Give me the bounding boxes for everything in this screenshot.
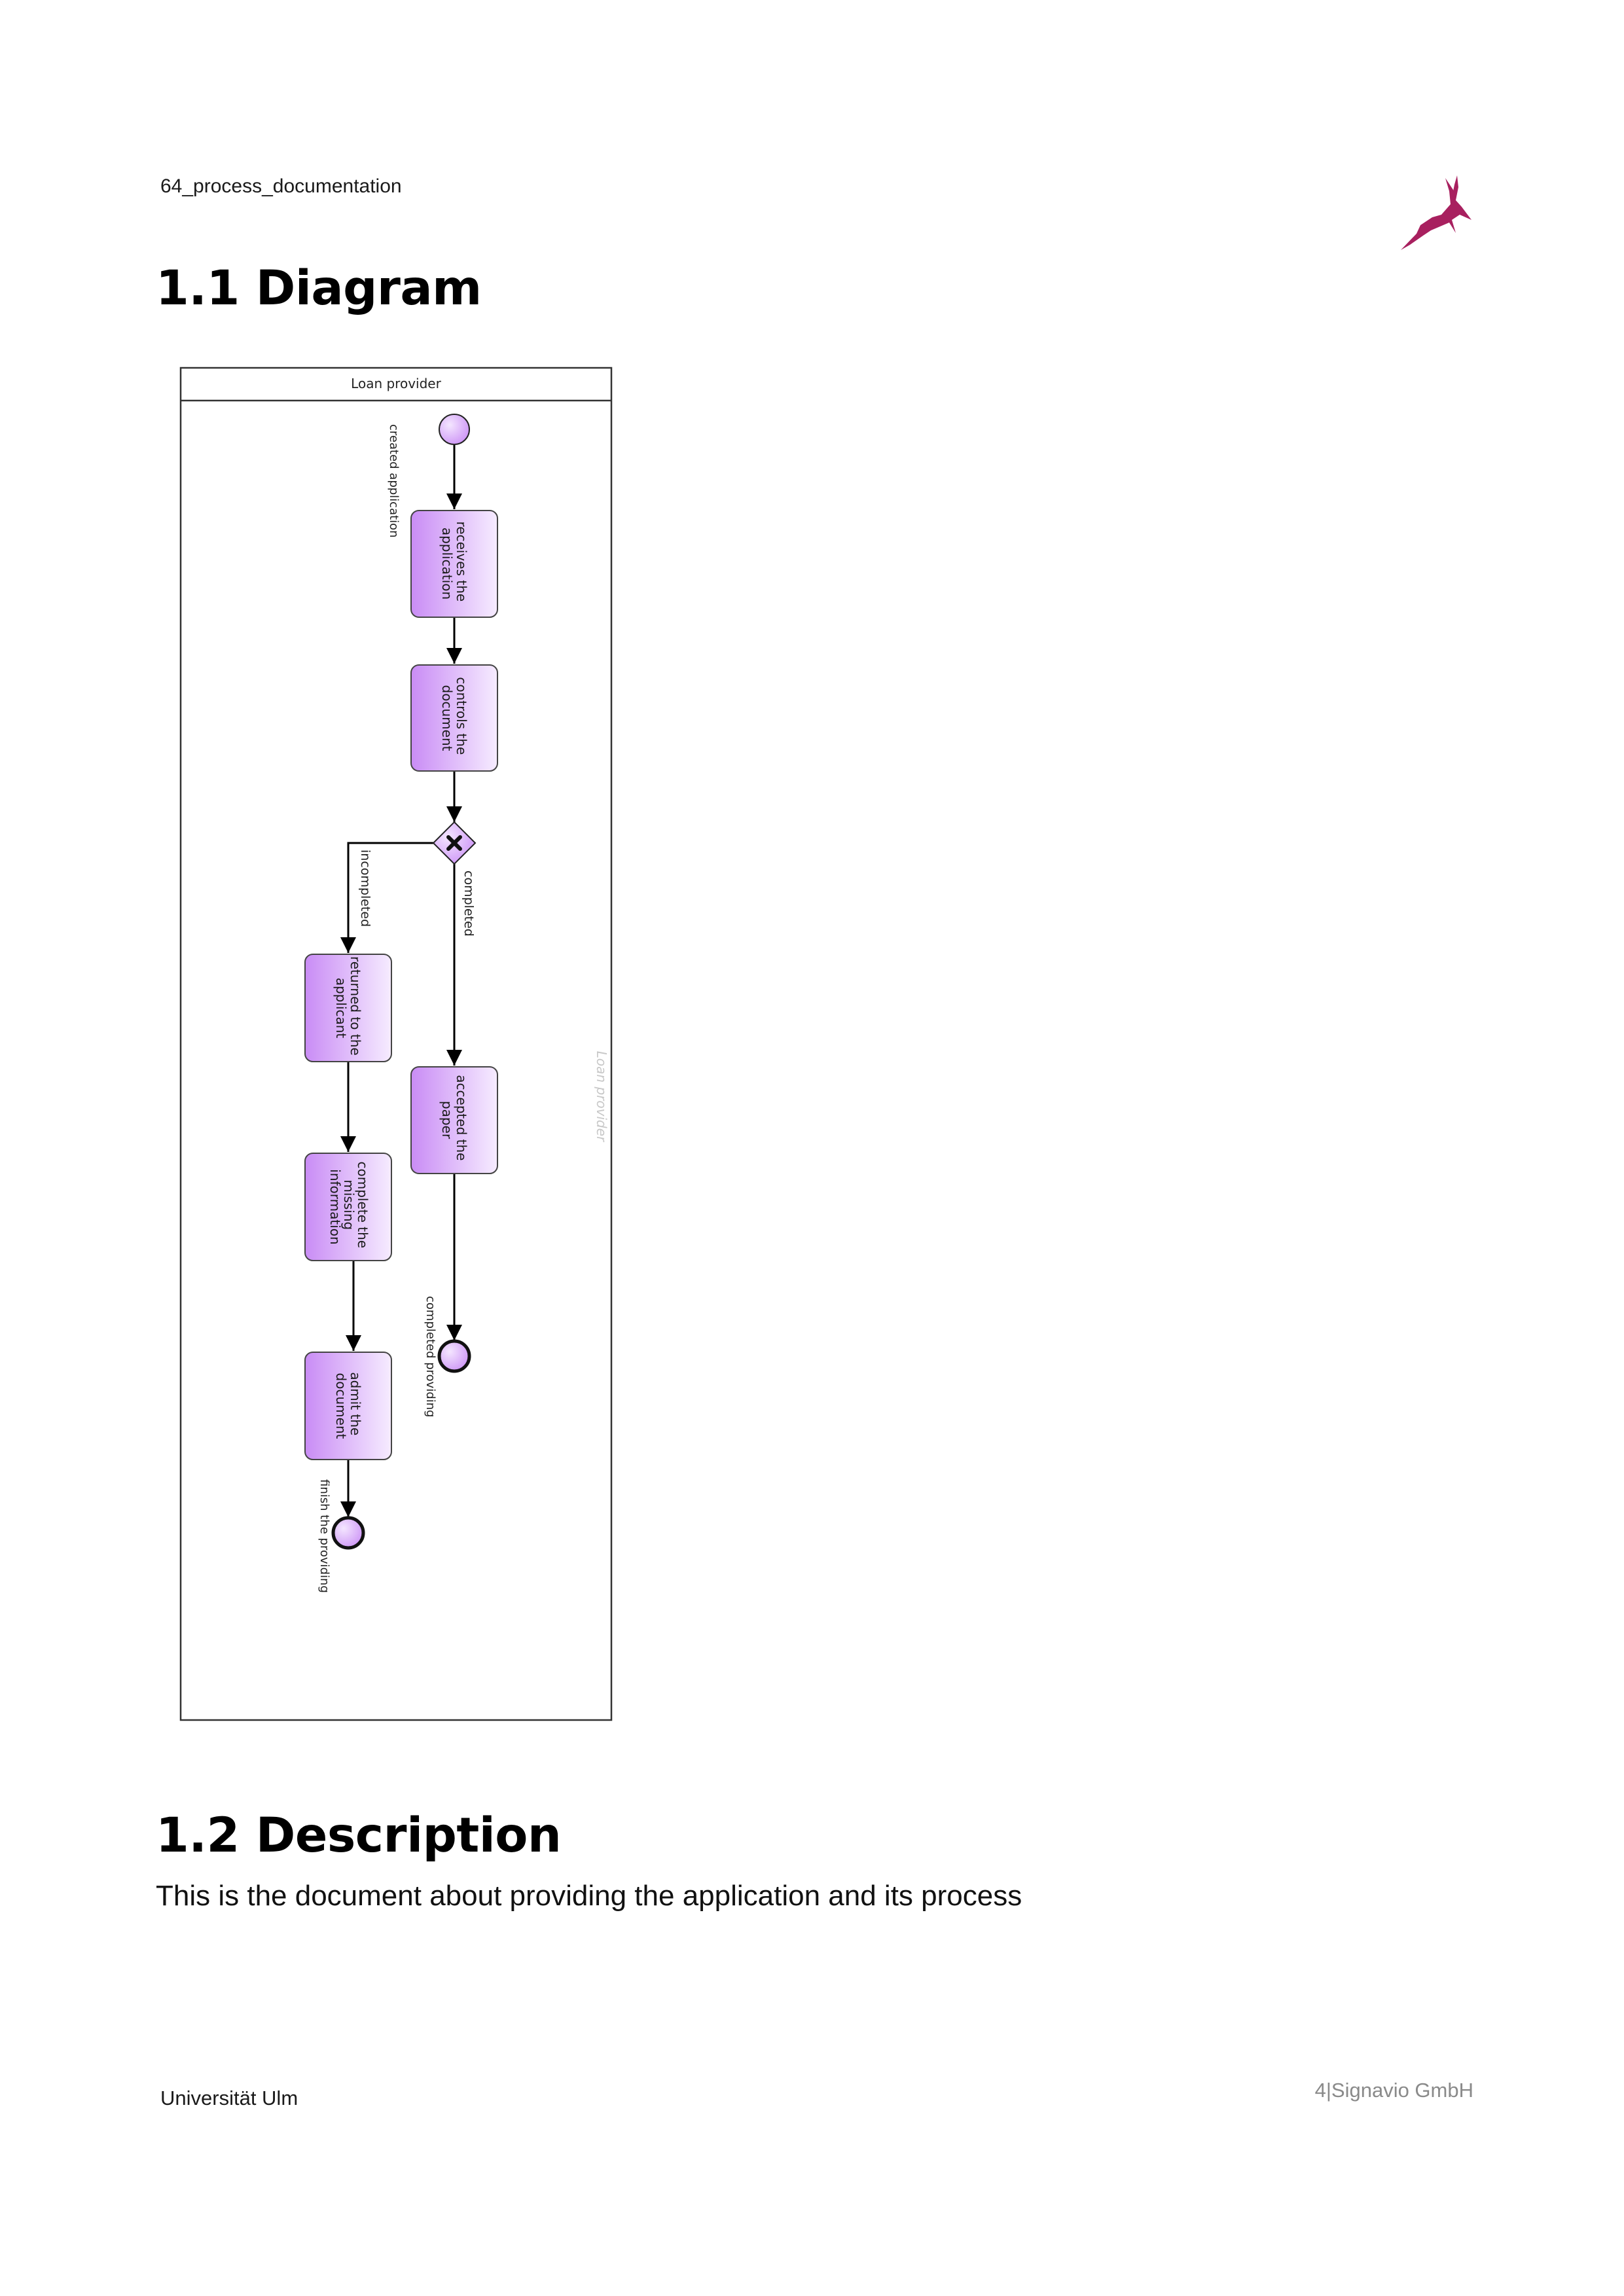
document-name: 64_process_documentation <box>160 175 402 197</box>
svg-text:admit the document: admit the document <box>333 1372 363 1439</box>
footer-university: Universität Ulm <box>160 2087 298 2109</box>
svg-text:accepted the paper: accepted the paper <box>439 1075 469 1165</box>
exclusive-gateway <box>432 821 477 865</box>
pool: Loan provider Loan provider <box>179 367 613 1721</box>
signavio-logo <box>1401 175 1471 250</box>
diagram-heading: 1.1 Diagram <box>156 260 482 316</box>
gateway-x-icon <box>446 835 462 851</box>
svg-text:returned to the applican: returned to the applicant <box>333 956 363 1060</box>
task-accepted: accepted the paper <box>410 1066 498 1174</box>
footer-page-info: 4|Signavio GmbH <box>1314 2079 1473 2102</box>
task-returned-line1: returned to the <box>348 956 363 1056</box>
task-controls-line2: document <box>439 685 455 751</box>
description-text: This is the document about providing the… <box>156 1880 1022 1912</box>
description-heading: 1.2 Description <box>156 1808 562 1863</box>
task-accepted-line1: accepted the <box>454 1075 469 1160</box>
start-event-label: created application <box>387 424 401 538</box>
task-admit-line2: document <box>333 1373 349 1439</box>
task-complete-line2: missing <box>341 1179 357 1230</box>
task-complete-line3: information <box>327 1169 343 1244</box>
bpmn-diagram: Loan provider Loan provider incompleted … <box>179 367 613 1721</box>
task-complete-line1: complete the <box>355 1162 370 1249</box>
task-admit-line1: admit the <box>348 1372 363 1435</box>
sequence-flows <box>340 445 462 1517</box>
task-receives: receives the application <box>410 510 498 618</box>
end-event-completed <box>437 1339 471 1373</box>
end-event-completed-label: completed providing <box>424 1296 437 1418</box>
svg-text:complete the missing: complete the missing information <box>327 1162 370 1253</box>
task-accepted-line2: paper <box>439 1101 455 1139</box>
svg-text:controls the document: controls the document <box>439 677 469 759</box>
lane-watermark: Loan provider <box>594 1051 609 1143</box>
end-event-finish-label: finish the providing <box>317 1479 331 1593</box>
svg-text:receives the application: receives the application <box>439 521 469 605</box>
flow-label-completed: completed <box>461 870 476 937</box>
task-controls: controls the document <box>410 664 498 772</box>
end-event-finish <box>331 1516 365 1550</box>
task-receives-line1: receives the <box>454 521 469 601</box>
start-event <box>439 414 470 445</box>
task-admit: admit the document <box>304 1352 392 1460</box>
task-complete: complete the missing information <box>304 1153 392 1261</box>
pool-label: Loan provider <box>351 376 441 391</box>
task-receives-line2: application <box>439 528 455 600</box>
task-returned-line2: applicant <box>333 978 349 1039</box>
task-returned: returned to the applicant <box>304 954 392 1062</box>
flow-label-incompleted: incompleted <box>358 850 372 927</box>
flow-gateway-returned <box>340 842 433 953</box>
task-controls-line1: controls the <box>454 677 469 755</box>
